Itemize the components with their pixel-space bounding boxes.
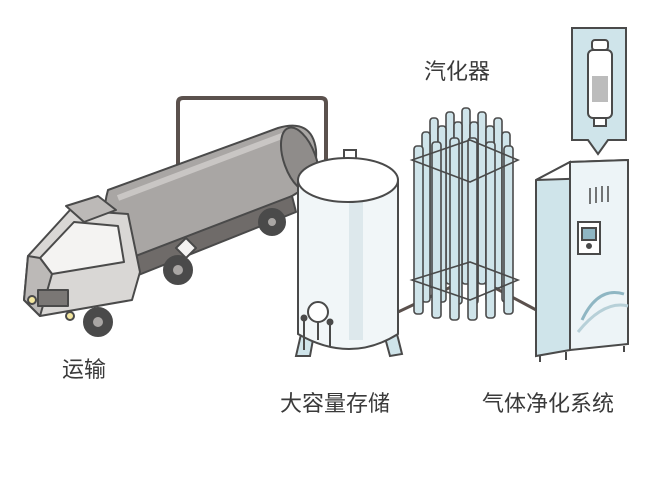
tanker-truck-icon [23, 124, 321, 337]
purifier-cartridge-callout [571, 27, 627, 156]
transfer-pipe [176, 96, 328, 178]
label-gas-purification-system: 气体净化系统 [482, 392, 615, 417]
label-vaporizer: 汽化器 [424, 60, 491, 85]
purifier-cartridge-icon [587, 39, 613, 127]
vaporizer-icon [409, 107, 521, 321]
gas-purifier-cabinet-icon [535, 158, 629, 362]
label-transport: 运输 [62, 358, 107, 383]
storage-tank-icon [294, 149, 404, 358]
label-bulk-storage: 大容量存储 [280, 392, 391, 417]
